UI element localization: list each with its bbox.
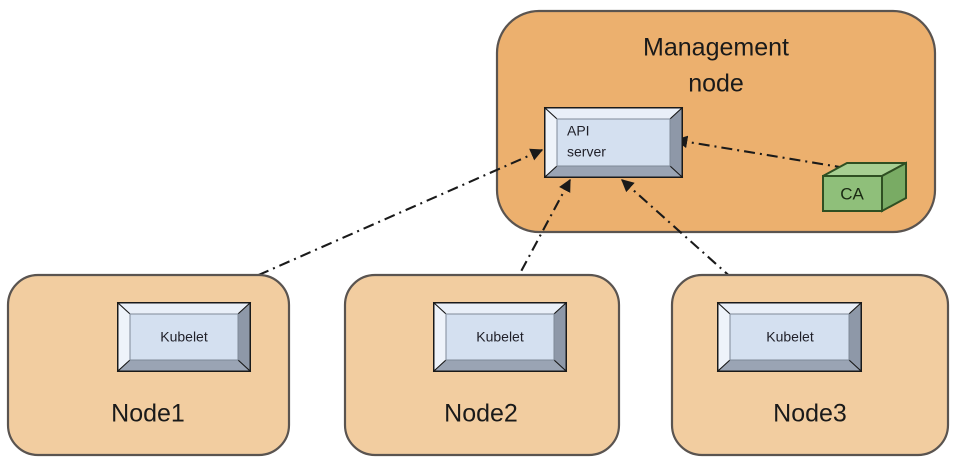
worker-node-1-title: Node1 — [111, 400, 185, 428]
worker-node-3[interactable]: Kubelet Node3 — [670, 273, 950, 457]
kubelet-node1-face — [129, 313, 239, 361]
kubelet-node1-bevel-top — [116, 302, 252, 315]
kubelet-node1-bevel-right — [237, 301, 251, 373]
kubelet-node2-face — [445, 313, 555, 361]
worker-node-2-title: Node2 — [444, 400, 518, 428]
api-server-label-line2: server — [567, 144, 606, 160]
api-server-label-line1: API — [567, 123, 590, 139]
api-server-bevel-bottom — [543, 165, 684, 178]
kubelet-node2-bevel-bottom — [432, 359, 568, 372]
management-node-title-line2: node — [688, 70, 744, 98]
kubelet-node2-label: Kubelet — [476, 329, 524, 345]
kubelet-node3-bevel-bottom — [716, 359, 863, 372]
ca-front-face — [822, 175, 883, 212]
api-server-face — [556, 118, 671, 167]
api-server-bevel-top — [543, 107, 684, 120]
worker-node-2[interactable]: Kubelet Node2 — [343, 273, 621, 457]
ca-label: CA — [840, 184, 864, 203]
connector-apiserver-to-kubelet-node3 — [621, 179, 763, 306]
kubelet-node1-bevel-bottom — [116, 359, 252, 372]
kubelet-node2-bevel-top — [432, 302, 568, 315]
worker-node-3-title: Node3 — [773, 400, 847, 428]
kubelet-node2-bevel-left — [433, 301, 447, 373]
kubelet-node1-label: Kubelet — [160, 329, 208, 345]
kubelet-box-node2[interactable]: Kubelet — [432, 301, 568, 373]
api-server-box[interactable]: API server — [543, 106, 684, 179]
kubelet-box-node3[interactable]: Kubelet — [716, 301, 863, 373]
ca-box[interactable]: CA — [822, 161, 907, 213]
kubelet-node3-face — [729, 313, 850, 361]
kubelet-node3-bevel-left — [717, 301, 731, 373]
api-server-bevel-left — [544, 106, 558, 179]
kubelet-node3-label: Kubelet — [766, 329, 814, 345]
kubelet-node3-bevel-right — [848, 301, 862, 373]
management-node-title-line1: Management — [643, 34, 789, 62]
kubelet-node1-bevel-left — [117, 301, 131, 373]
kubelet-box-node1[interactable]: Kubelet — [116, 301, 252, 373]
kubelet-node3-bevel-top — [716, 302, 863, 315]
kubelet-node2-bevel-right — [553, 301, 567, 373]
api-server-bevel-right — [669, 106, 683, 179]
worker-node-1[interactable]: Kubelet Node1 — [6, 273, 291, 457]
connector-apiserver-to-ca — [674, 135, 860, 175]
